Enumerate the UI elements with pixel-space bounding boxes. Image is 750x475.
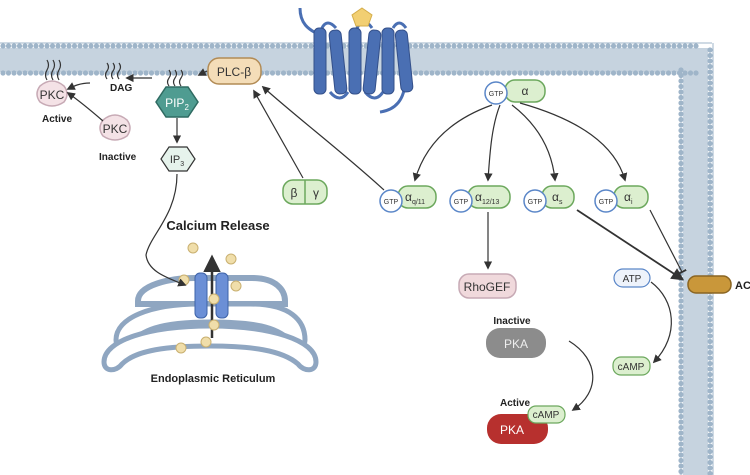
svg-text:GTP: GTP (599, 199, 614, 206)
svg-text:RhoGEF: RhoGEF (464, 280, 511, 294)
svg-text:γ: γ (313, 186, 319, 200)
pka-inactive: Inactive PKA (486, 316, 546, 358)
ac-label: AC (735, 280, 750, 292)
svg-text:PKA: PKA (504, 337, 528, 351)
svg-text:α: α (522, 84, 529, 98)
adenylyl-cyclase: AC (687, 275, 750, 294)
svg-text:PKC: PKC (103, 122, 128, 136)
pkc-inactive: PKC Inactive (99, 114, 137, 163)
svg-text:GTP: GTP (489, 91, 504, 98)
inactive-pkc-label: Inactive (99, 152, 137, 163)
gpcr-receptor (298, 7, 414, 114)
camp-free: cAMP (612, 356, 651, 376)
svg-text:DAG: DAG (110, 83, 132, 94)
galpha-gtp: α GTP (484, 79, 546, 105)
galpha-q11: αq/11 GTP (379, 185, 437, 213)
pip2: PIP2 (155, 69, 199, 118)
svg-text:cAMP: cAMP (618, 362, 645, 373)
svg-text:ATP: ATP (623, 274, 642, 285)
svg-text:Endoplasmic Reticulum: Endoplasmic Reticulum (151, 373, 276, 385)
svg-text:GTP: GTP (384, 199, 399, 206)
plasma-membrane (0, 42, 714, 475)
svg-text:α12/13: α12/13 (475, 190, 500, 206)
ligand-pentagon (351, 7, 373, 27)
svg-text:PIP2: PIP2 (165, 96, 189, 112)
calcium-release-label: Calcium Release (166, 218, 269, 233)
svg-text:IP3: IP3 (170, 154, 184, 168)
atp: ATP (613, 268, 651, 288)
svg-text:PKA: PKA (500, 423, 524, 437)
endoplasmic-reticulum: Endoplasmic Reticulum (101, 275, 319, 385)
rhogef: RhoGEF (458, 273, 517, 299)
pathway-arrows (66, 68, 687, 411)
pkc-active: PKC Active (36, 59, 72, 125)
beta-gamma: β γ (282, 179, 328, 205)
ip3: IP3 (160, 146, 196, 172)
svg-text:αq/11: αq/11 (405, 190, 425, 206)
svg-text:GTP: GTP (454, 199, 469, 206)
galpha-12-13: α12/13 GTP (449, 185, 511, 213)
svg-text:GTP: GTP (528, 199, 543, 206)
svg-text:PKC: PKC (40, 88, 65, 102)
active-pkc-label: Active (42, 114, 72, 125)
svg-text:Inactive: Inactive (493, 316, 531, 327)
svg-text:αs: αs (552, 190, 563, 206)
svg-text:Active: Active (500, 398, 530, 409)
svg-text:β: β (291, 186, 298, 200)
svg-text:cAMP: cAMP (533, 410, 560, 421)
galpha-i: αi GTP (594, 185, 649, 213)
svg-text:αi: αi (624, 190, 633, 206)
plc-beta: PLC-β (207, 57, 262, 85)
galpha-s: αs GTP (523, 185, 575, 213)
pka-active: Active PKA cAMP (487, 398, 566, 444)
dag: DAG (104, 62, 132, 94)
svg-text:PLC-β: PLC-β (217, 65, 251, 79)
